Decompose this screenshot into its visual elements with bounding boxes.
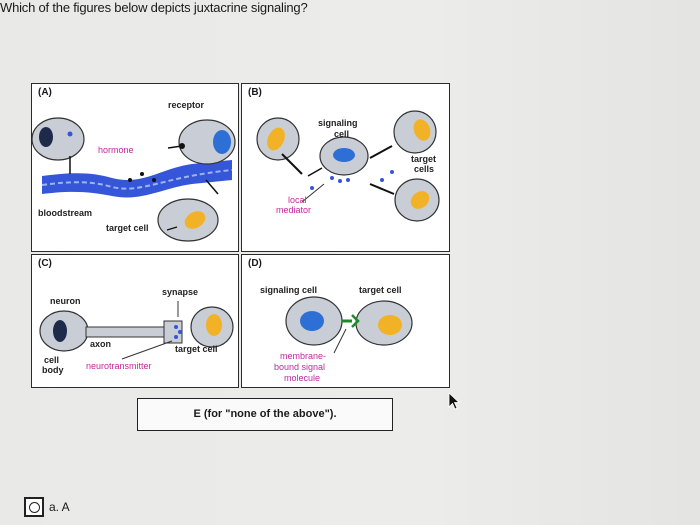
nucleus-icon bbox=[53, 320, 67, 342]
signaling-cell-label-2: cell bbox=[334, 129, 350, 139]
membrane-label-3: molecule bbox=[284, 373, 321, 383]
axon-shape bbox=[85, 326, 165, 338]
figure-panel-a: (A) receptor hormone bloodstream target … bbox=[31, 83, 239, 252]
axon-label: axon bbox=[90, 339, 112, 349]
neuron-label: neuron bbox=[50, 296, 81, 306]
panel-b-label: (B) bbox=[248, 87, 262, 98]
target-cell-label: target cell bbox=[106, 223, 149, 233]
bloodstream-flow bbox=[41, 169, 233, 190]
local-mediator-label-1: local bbox=[288, 195, 307, 205]
question-text: Which of the figures below depicts juxta… bbox=[0, 0, 308, 15]
target-cell-d-label: target cell bbox=[359, 285, 402, 295]
membrane-label-2: bound signal bbox=[274, 362, 326, 372]
panel-a-label: (A) bbox=[38, 87, 52, 98]
nucleus-icon bbox=[300, 311, 324, 331]
answer-label[interactable]: a. A bbox=[49, 500, 70, 514]
cell-body-label-1: cell bbox=[44, 355, 60, 365]
synapse-label: synapse bbox=[162, 287, 199, 297]
nucleus-icon bbox=[267, 127, 285, 151]
nucleus-icon bbox=[410, 191, 430, 209]
signaling-cell-label-1: signaling bbox=[318, 118, 358, 128]
neurotransmitter-label: neurotransmitter bbox=[86, 361, 152, 371]
figure-panel-c: (C) synapse neuron axon target cell cell… bbox=[31, 254, 239, 388]
nucleus-icon bbox=[333, 148, 355, 162]
neuronal-illustration bbox=[39, 301, 234, 360]
bloodstream-label: bloodstream bbox=[38, 208, 93, 218]
cell-body-label-2: body bbox=[42, 365, 64, 375]
option-e-box: E (for "none of the above"). bbox=[137, 398, 393, 431]
local-mediator-label-2: mediator bbox=[276, 205, 312, 215]
nucleus-icon bbox=[378, 315, 402, 335]
figure-panel-b: (B) signaling cell target cells local me… bbox=[241, 83, 450, 252]
mouse-cursor-icon bbox=[448, 392, 460, 410]
panel-c-label: (C) bbox=[38, 258, 52, 269]
target-cell-c-label: target cell bbox=[175, 344, 218, 354]
nucleus-icon bbox=[184, 211, 206, 229]
answer-option-a[interactable]: a. A bbox=[24, 495, 70, 519]
signaling-cell-d-label: signaling cell bbox=[260, 285, 318, 295]
nucleus-icon bbox=[213, 130, 231, 154]
figure-panel-d: (D) signaling cell target cell membrane-… bbox=[241, 254, 450, 388]
endocrine-illustration bbox=[32, 117, 236, 242]
target-cells-label-2: cells bbox=[414, 164, 435, 174]
bloodstream-vessel bbox=[42, 160, 232, 198]
nucleus-icon bbox=[413, 119, 431, 141]
nucleus-icon bbox=[206, 314, 222, 336]
target-cells-label-1: target bbox=[411, 154, 437, 164]
panel-d-label: (D) bbox=[248, 258, 262, 269]
juxtacrine-illustration bbox=[285, 296, 413, 354]
nucleus-icon bbox=[39, 127, 53, 147]
membrane-label-1: membrane- bbox=[280, 351, 327, 361]
radio-button[interactable] bbox=[24, 497, 44, 517]
hormone-label: hormone bbox=[98, 145, 134, 155]
paracrine-illustration bbox=[256, 110, 440, 222]
receptor-label: receptor bbox=[168, 100, 205, 110]
radio-circle-icon bbox=[28, 501, 40, 513]
